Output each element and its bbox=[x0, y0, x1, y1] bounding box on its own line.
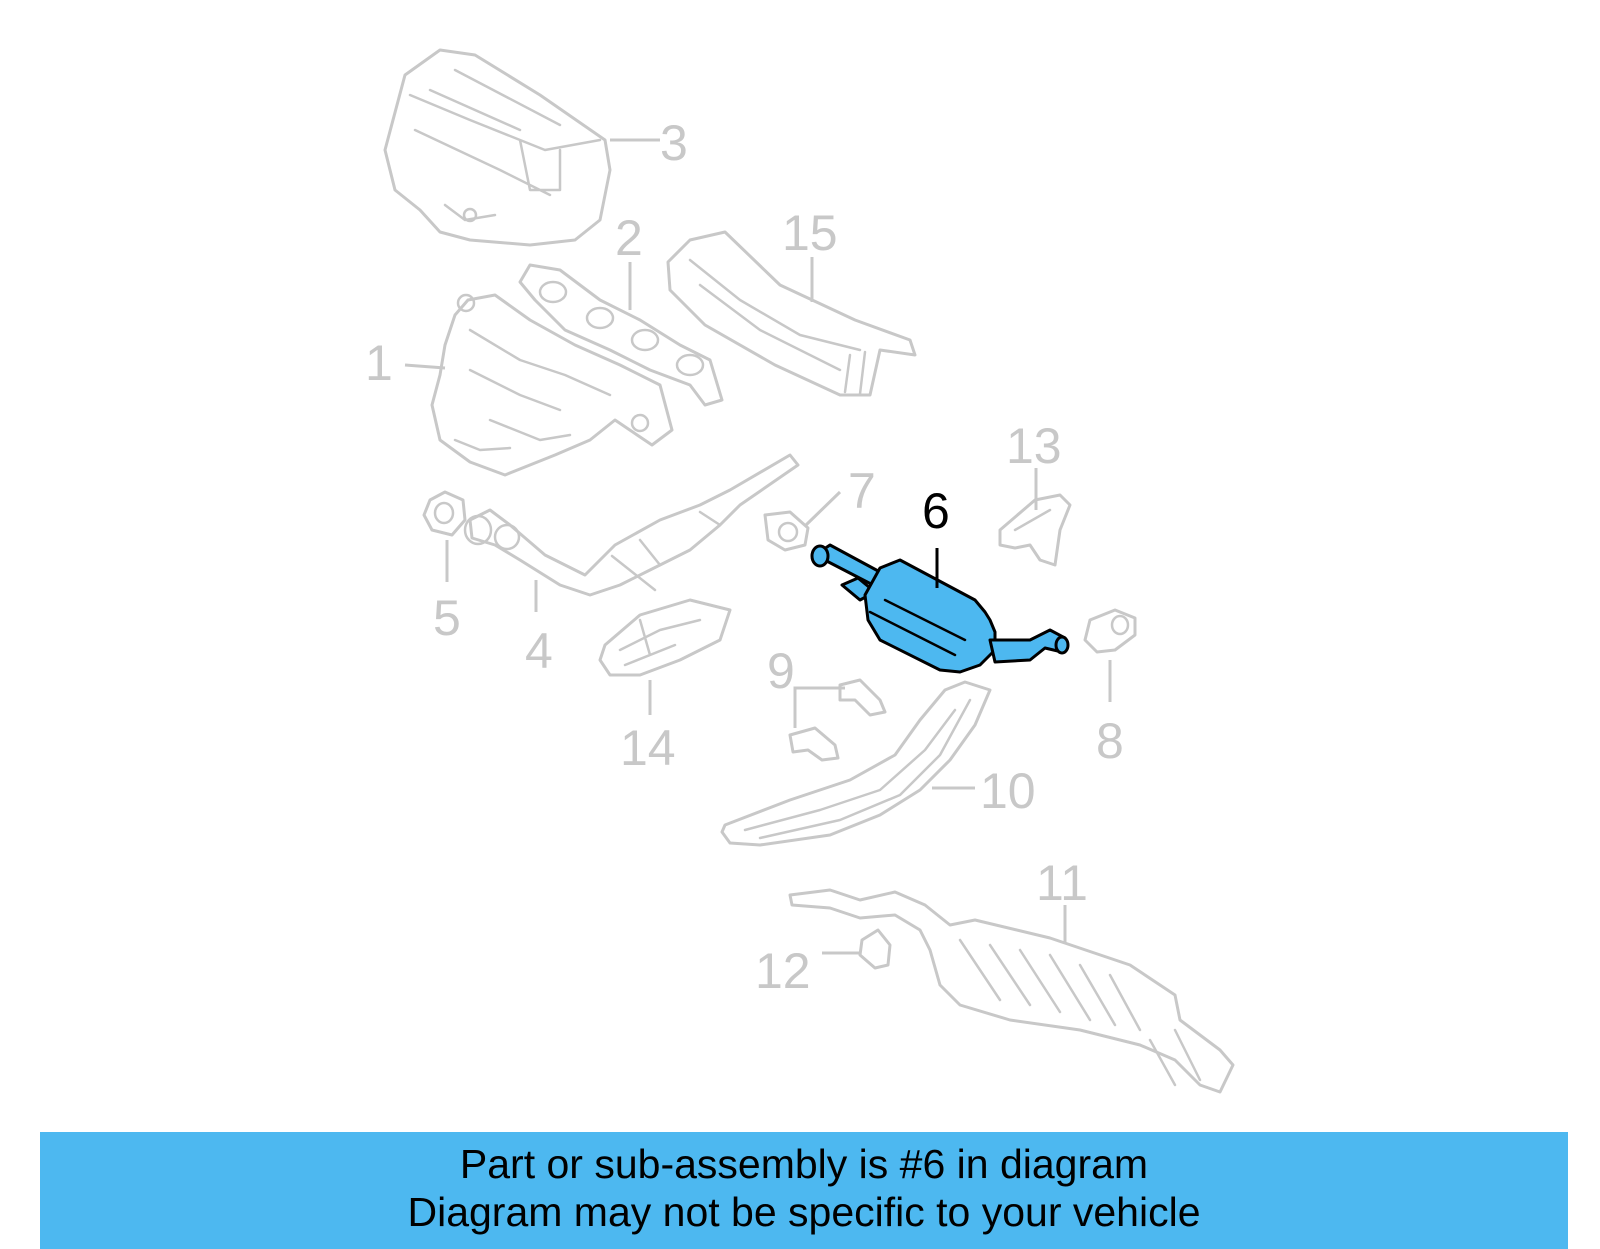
part-7-clamp[interactable] bbox=[763, 510, 810, 552]
part-2-gasket[interactable] bbox=[518, 263, 724, 407]
callout-6: 6 bbox=[922, 483, 950, 539]
callout-9: 9 bbox=[767, 643, 795, 699]
banner-line-part: Part or sub-assembly is #6 in diagram bbox=[459, 1141, 1149, 1187]
part-1-manifold[interactable] bbox=[430, 293, 674, 477]
callout-10: 10 bbox=[980, 763, 1036, 819]
callout-4: 4 bbox=[525, 623, 553, 679]
leader-1 bbox=[404, 363, 446, 370]
info-banner: Part or sub-assembly is #6 in diagram Di… bbox=[40, 1132, 1568, 1249]
callout-5: 5 bbox=[433, 590, 461, 646]
callout-1: 1 bbox=[365, 335, 393, 391]
callout-13: 13 bbox=[1006, 418, 1062, 474]
part-11-rear-muffler[interactable] bbox=[788, 888, 1235, 1094]
callout-15: 15 bbox=[782, 205, 838, 261]
part-8-clamp[interactable] bbox=[1083, 608, 1137, 654]
callout-2: 2 bbox=[615, 210, 643, 266]
part-9-hanger-b[interactable] bbox=[788, 726, 840, 762]
part-3-heat-shield[interactable] bbox=[383, 48, 612, 247]
part-6-front-muffler[interactable] bbox=[810, 543, 1070, 674]
part-13-bracket[interactable] bbox=[998, 493, 1072, 567]
part-15-heat-shield[interactable] bbox=[666, 230, 917, 397]
leader-9 bbox=[793, 686, 845, 728]
callout-7: 7 bbox=[848, 463, 876, 519]
part-5-gasket[interactable] bbox=[422, 490, 467, 537]
part-10-heat-shield[interactable] bbox=[720, 680, 992, 847]
exhaust-parts-diagram: 1 2 3 4 5 6 7 8 9 10 11 12 13 14 15 bbox=[365, 48, 1235, 1094]
part-4-converter-pipe[interactable] bbox=[463, 453, 800, 597]
part-9-hanger-a[interactable] bbox=[838, 678, 887, 717]
banner-line-disclaimer: Diagram may not be specific to your vehi… bbox=[407, 1189, 1201, 1235]
callout-12: 12 bbox=[755, 943, 811, 999]
callout-8: 8 bbox=[1096, 713, 1124, 769]
part-14-heat-shield[interactable] bbox=[598, 598, 732, 677]
callout-14: 14 bbox=[620, 720, 676, 776]
callout-11: 11 bbox=[1036, 855, 1088, 911]
part-12-hanger[interactable] bbox=[858, 928, 892, 970]
leader-7 bbox=[804, 490, 842, 527]
callout-3: 3 bbox=[660, 115, 688, 171]
